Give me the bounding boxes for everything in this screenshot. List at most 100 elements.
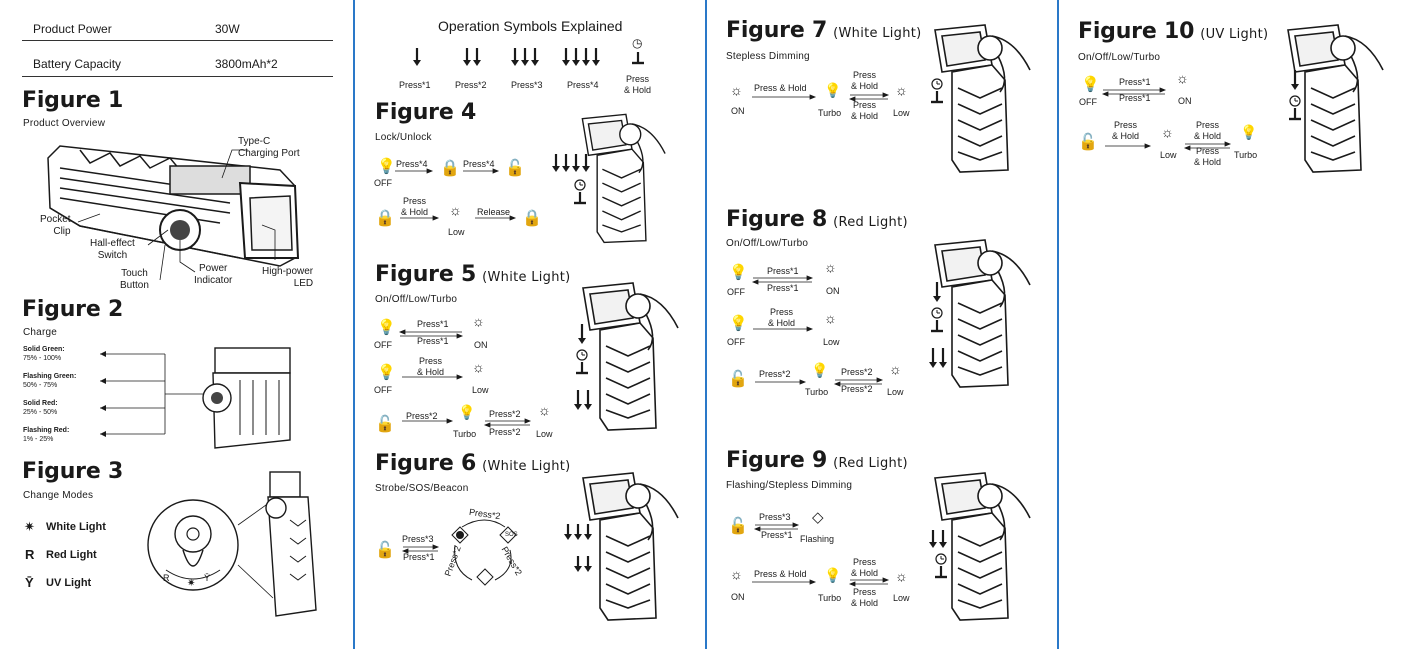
figure-title: Figure 2: [22, 297, 124, 322]
action-label: Press*2: [406, 411, 438, 421]
unlock-icon: 🔓: [375, 542, 395, 559]
spec-value: 3800mAh*2: [215, 57, 278, 71]
flow-arrows: [1101, 87, 1232, 151]
figure-title: Figure 6(White Light): [375, 451, 571, 476]
dial-uv-label: Ȳ: [204, 573, 211, 583]
action-label: Press*1: [417, 336, 449, 346]
state-label: Turbo: [818, 108, 842, 118]
state-label: Low: [472, 385, 489, 395]
lock-icon: 🔒: [440, 160, 460, 177]
press-arrows: [413, 48, 644, 66]
hold-symbol: [931, 78, 943, 104]
state-label: ON: [731, 106, 745, 116]
column-divider: [705, 0, 707, 649]
bulb-on-icon: ☼: [472, 313, 485, 329]
bulb-turbo-icon: 💡: [811, 362, 829, 378]
unlock-icon: 🔓: [728, 371, 748, 388]
charge-state: Flashing Green:: [23, 373, 77, 380]
action-label: Press*1: [767, 283, 799, 293]
action-label: Press & Hold: [417, 356, 445, 377]
press-arrows: [564, 524, 592, 572]
callout-lines: [77, 149, 276, 281]
bulb-off-icon: 💡: [377, 364, 396, 381]
figure-subtitle: Lock/Unlock: [375, 132, 432, 143]
action-label: Press*1: [417, 319, 449, 329]
flashlight-illustration: [582, 472, 679, 621]
action-label: Press*2: [489, 427, 521, 437]
flashlight-illustration: [1287, 24, 1384, 173]
figure-title: Figure 3: [22, 459, 124, 484]
sos-label: SOS: [505, 532, 518, 538]
symbol-label: Press*1: [399, 80, 431, 90]
symbol-label: Press*3: [511, 80, 543, 90]
flashlight-illustration: [582, 282, 679, 431]
bulb-on-icon: ☼: [538, 402, 551, 418]
callout-pocket-clip: Pocket Clip: [40, 214, 71, 237]
callout-typec: Type-C Charging Port: [238, 136, 300, 159]
bulb-off-icon: 💡: [377, 158, 396, 175]
charge-state: Flashing Red:: [23, 427, 70, 434]
bulb-off-icon: 💡: [1081, 76, 1100, 93]
bulb-off-icon: 💡: [377, 319, 396, 336]
mode-dial-diagram: [147, 471, 317, 617]
state-label: Turbo: [1234, 150, 1258, 160]
figure-subtitle: Strobe/SOS/Beacon: [375, 483, 469, 494]
action-label: Press & Hold: [1112, 120, 1140, 141]
action-label: Press*4: [396, 159, 428, 169]
press-arrows: [574, 324, 592, 410]
press-arrows: [929, 530, 947, 579]
action-label: Press*2: [841, 384, 873, 394]
state-label: OFF: [727, 287, 745, 297]
bulb-on-icon: ☼: [730, 566, 743, 582]
bulb-on-icon: ☼: [895, 568, 908, 584]
dial-r-label: R: [163, 573, 170, 583]
state-label: OFF: [374, 178, 392, 188]
flow-arrows: [398, 329, 532, 428]
bulb-off-icon: 💡: [729, 264, 748, 281]
bulb-on-icon: ☼: [449, 202, 462, 218]
action-label: Press & Hold: [851, 70, 879, 91]
table-divider: [22, 76, 333, 77]
charge-state: Solid Green:: [23, 346, 65, 353]
flow-arrows: [751, 275, 884, 387]
state-label: Turbo: [805, 387, 829, 397]
figure-subtitle: Change Modes: [23, 490, 94, 501]
action-label: Press*2: [759, 369, 791, 379]
state-label: Low: [823, 337, 840, 347]
figure-title: Figure 10(UV Light): [1078, 19, 1269, 44]
flow-arrows: [395, 168, 517, 221]
state-label: OFF: [374, 385, 392, 395]
state-label: OFF: [374, 340, 392, 350]
bulb-turbo-icon: 💡: [1240, 124, 1258, 140]
figure-subtitle: On/Off/Low/Turbo: [1078, 52, 1161, 63]
state-label: Low: [1160, 150, 1177, 160]
bulb-on-icon: ☼: [895, 82, 908, 98]
figure-title: Figure 5(White Light): [375, 262, 571, 287]
action-label: Press & Hold: [1194, 120, 1222, 141]
state-label: Low: [887, 387, 904, 397]
charge-range: 50% - 75%: [23, 382, 58, 389]
spec-label: Battery Capacity: [33, 57, 122, 71]
flow-arrows: [752, 92, 890, 102]
flashlight-illustration: [934, 24, 1031, 173]
action-label: Press & Hold: [851, 557, 879, 578]
bulb-turbo-icon: 💡: [824, 567, 842, 583]
figure-title: Figure 8(Red Light): [726, 207, 908, 232]
mode-uv: UV Light: [46, 577, 92, 589]
bulb-on-icon: ☼: [889, 361, 902, 377]
flashlight-illustration: [934, 472, 1031, 621]
bulb-on-icon: ☼: [824, 259, 837, 275]
flow-arrows: [752, 522, 890, 587]
figure-subtitle: On/Off/Low/Turbo: [726, 238, 809, 249]
action-label: Press & Hold: [851, 100, 879, 121]
action-label: Press & Hold: [1194, 146, 1222, 167]
state-label: ON: [731, 592, 745, 602]
state-label: Turbo: [818, 593, 842, 603]
bulb-on-icon: ☼: [1176, 70, 1189, 86]
press4-hold-arrows: [552, 154, 590, 205]
figure-title: Figure 7(White Light): [726, 18, 922, 43]
bulb-on-icon: ☼: [824, 310, 837, 326]
clock-icon: ◷: [632, 36, 643, 50]
state-label: OFF: [1079, 97, 1097, 107]
